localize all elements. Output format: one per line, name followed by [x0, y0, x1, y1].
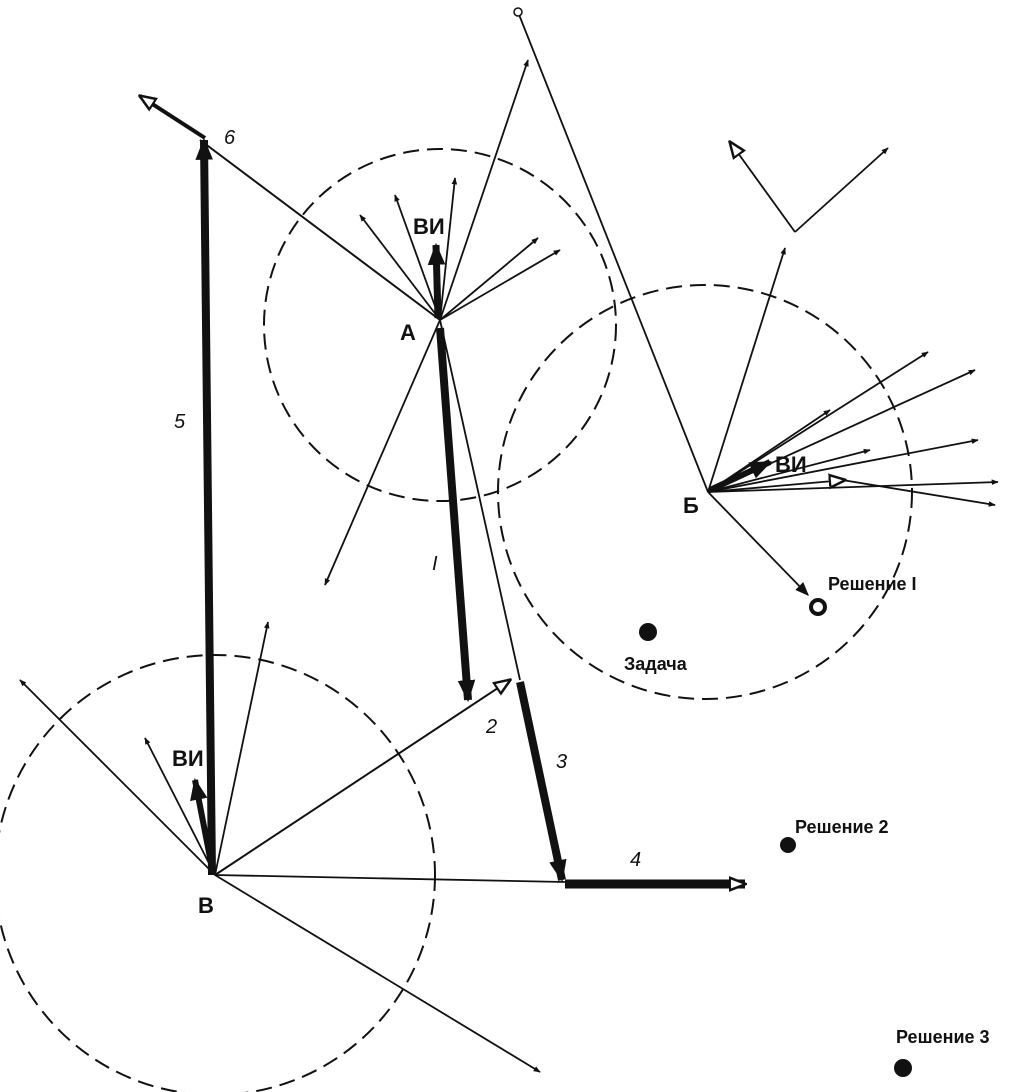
label-point-a: А: [400, 320, 416, 345]
label-task: Задача: [624, 654, 688, 674]
label-point-v: В: [198, 893, 214, 918]
solution1-dot: [809, 598, 827, 616]
circle-a: [263, 148, 617, 502]
arrow-6: [140, 96, 207, 140]
line-6: [199, 139, 441, 321]
circle-v: [0, 654, 436, 1092]
circle-b: [497, 284, 913, 700]
a-vi-arrow: [427, 242, 446, 319]
top-tip-marker: [513, 7, 523, 17]
b-branch-left: [730, 142, 796, 233]
label-solution1: Решение I: [828, 574, 917, 594]
vectors-around-v: [19, 621, 566, 1073]
search-circles: [0, 148, 913, 1092]
b-vi-arrow: [708, 459, 772, 493]
v-to-2: [214, 680, 510, 876]
label-step-4: 4: [630, 849, 641, 871]
label-step-5: 5: [174, 411, 186, 433]
v-to-4-start: [214, 874, 566, 883]
markers: [639, 598, 912, 1077]
solution3-dot: [894, 1059, 912, 1077]
solution2-dot: [780, 837, 796, 853]
label-step-2: 2: [485, 716, 497, 738]
a-probe-3: [439, 177, 458, 321]
task-dot: [639, 623, 657, 641]
label-point-b: Б: [683, 493, 699, 518]
main-path: [195, 137, 745, 884]
v-thin-left: [144, 737, 216, 876]
v-up-right: [214, 621, 270, 876]
step-3-arrow: [516, 681, 567, 883]
v-up-left: [19, 679, 216, 876]
b-branch-right: [794, 147, 889, 233]
top-to-b-line: [517, 11, 709, 493]
label-solution3: Решение 3: [896, 1027, 990, 1047]
b-fan-2: [707, 351, 929, 493]
b-fan-7: [829, 477, 996, 507]
b-up-ray: [707, 247, 786, 493]
step-5-arrow: [195, 137, 216, 876]
label-step-1: I: [432, 553, 438, 575]
a-probe-4: [439, 237, 539, 321]
vectors-around-a: [324, 59, 561, 681]
a-probe-1: [359, 214, 441, 321]
vectors-around-b: [707, 142, 999, 597]
b-fan-4: [707, 448, 871, 493]
b-fan-5: [707, 438, 979, 493]
label-step-6: 6: [224, 127, 236, 149]
label-vi-v: ВИ: [172, 746, 204, 771]
b-fan-6: [707, 479, 999, 493]
a-to-3: [439, 319, 521, 681]
b-open-arrow: [707, 480, 845, 493]
a-long-ray: [439, 59, 529, 321]
label-step-3: 3: [556, 751, 567, 773]
v-down-right: [214, 874, 541, 1073]
step-1-arrow: [436, 327, 476, 703]
label-vi-b: ВИ: [775, 452, 807, 477]
a-probe-5: [439, 249, 561, 321]
label-solution2: Решение 2: [795, 817, 889, 837]
a-probe-2: [394, 194, 441, 321]
a-down-left: [324, 319, 441, 586]
label-vi-a: ВИ: [413, 214, 445, 239]
b-to-solution1: [707, 491, 809, 597]
